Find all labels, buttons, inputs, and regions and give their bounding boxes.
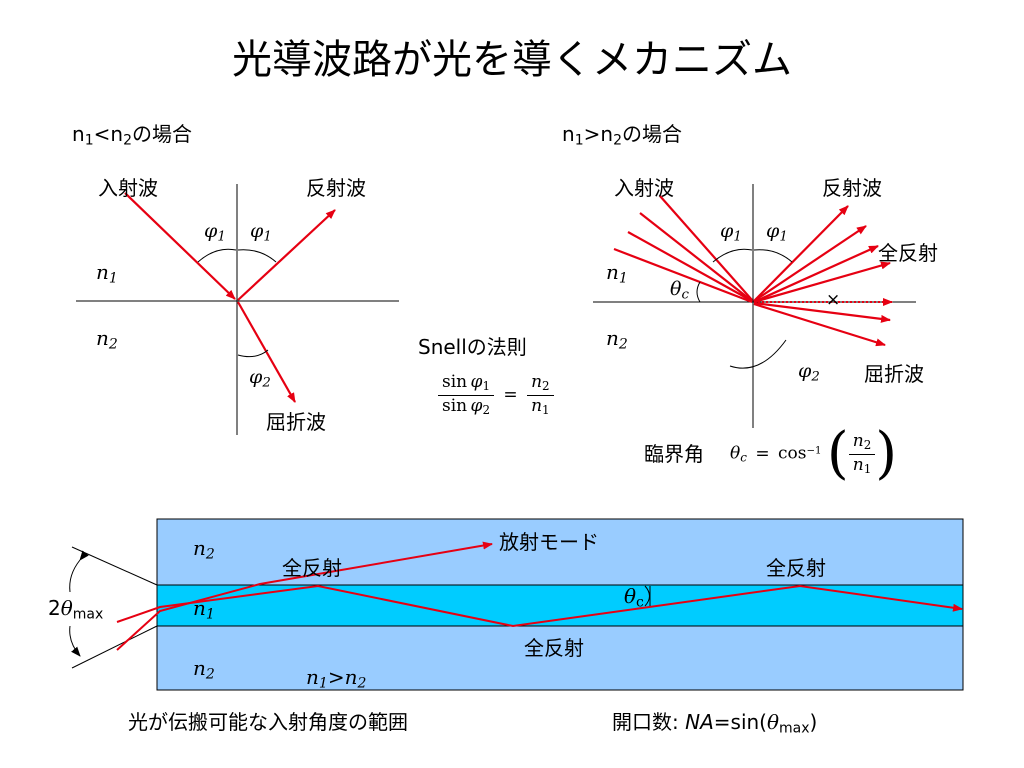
guided-ray [116, 584, 963, 628]
critical-angle-equation: θc = cos−1 ( n2 n1 ) [730, 421, 898, 486]
acceptance-angle-label: 2θmax [48, 596, 104, 623]
wg-total-reflection-bottom: 全反射 [524, 636, 584, 660]
right-refraction-angle-arc [729, 339, 787, 369]
wg-upper-n2-label: n2 [193, 536, 215, 563]
left-reflected-ray [237, 209, 336, 301]
right-refracted-label: 屈折波 [864, 362, 924, 386]
core-angle-arc [644, 585, 650, 607]
snell-rhs-fraction: n2 n1 [527, 374, 554, 417]
wg-core-n1-label: n1 [193, 596, 215, 623]
wg-theta-c-label: θc [624, 584, 644, 611]
right-incident-ray-4 [613, 247, 753, 304]
left-n2-label: n2 [96, 326, 118, 353]
page-title: 光導波路が光を導くメカニズム [232, 37, 792, 83]
left-phi1-label-b: φ1 [250, 220, 272, 245]
right-reflected-ray-3 [753, 244, 879, 304]
left-n1-label: n1 [96, 260, 118, 287]
wg-total-reflection-left: 全反射 [282, 556, 342, 580]
acceptance-range-caption: 光が伝搬可能な入射角度の範囲 [128, 710, 408, 734]
left-diagram [76, 184, 399, 435]
right-theta-c-label: θc [670, 278, 689, 303]
snell-label: Snellの法則 [418, 335, 527, 359]
left-case-label: n1<n2の場合 [72, 122, 192, 149]
right-phi2-label: φ2 [798, 360, 820, 385]
left-reflected-label: 反射波 [306, 176, 366, 200]
right-total-reflection-label: 全反射 [878, 241, 938, 265]
left-angle-arc-1 [197, 248, 237, 263]
right-angle-arc-1 [712, 248, 753, 263]
radiation-ray [116, 541, 493, 651]
left-phi2-label: φ2 [249, 366, 271, 391]
snell-equation: sin φ1 sin φ2 = n2 n1 [438, 374, 554, 417]
right-n2-label: n2 [606, 326, 628, 353]
critical-angle-label: 臨界角 [644, 442, 704, 466]
left-phi1-label-a: φ1 [204, 220, 226, 245]
numerical-aperture-caption: 開口数: NA=sin(θmax) [612, 710, 818, 737]
radiation-mode-label: 放射モード [499, 530, 599, 554]
left-incident-ray [124, 192, 236, 300]
left-incident-label: 入射波 [98, 176, 158, 200]
right-incident-ray-3 [627, 231, 753, 302]
acceptance-cone-lower [71, 625, 158, 669]
right-reflected-label: 反射波 [822, 176, 882, 200]
upper-cladding [156, 518, 964, 586]
critical-angle-fraction: n2 n1 [848, 432, 876, 476]
right-incident-ray-2 [639, 212, 753, 302]
right-phi1-label-a: φ1 [720, 220, 742, 245]
right-reflected-ray-2 [753, 225, 867, 302]
wg-total-reflection-right: 全反射 [766, 556, 826, 580]
right-angle-arc-2 [753, 249, 793, 263]
cross-mark-icon: × [826, 290, 841, 310]
right-reflected-ray-1 [753, 205, 849, 302]
right-case-label: n1>n2の場合 [562, 122, 682, 149]
left-angle-arc-2 [237, 249, 277, 263]
wg-index-relation: n1>n2 [306, 665, 367, 692]
right-diagram [593, 184, 916, 428]
acceptance-arc-upper [69, 550, 89, 593]
right-critical-angle-arc [696, 281, 701, 303]
acceptance-cone-upper [71, 546, 158, 586]
acceptance-arc-lower [69, 625, 81, 657]
right-incident-label: 入射波 [614, 176, 674, 200]
right-n1-label: n1 [606, 260, 628, 287]
lower-cladding [156, 625, 964, 691]
left-refracted-ray [237, 301, 296, 403]
right-incident-ray-1 [659, 195, 753, 301]
right-reflected-ray-4 [753, 261, 891, 304]
right-refracted-ray-2 [753, 302, 886, 347]
snell-lhs-fraction: sin φ1 sin φ2 [438, 374, 495, 417]
waveguide [69, 518, 964, 691]
wg-lower-n2-label: n2 [193, 656, 215, 683]
right-refracted-ray-1 [753, 301, 891, 323]
left-refracted-label: 屈折波 [266, 410, 326, 434]
right-phi1-label-b: φ1 [766, 220, 788, 245]
left-angle-arc-3 [237, 349, 269, 358]
